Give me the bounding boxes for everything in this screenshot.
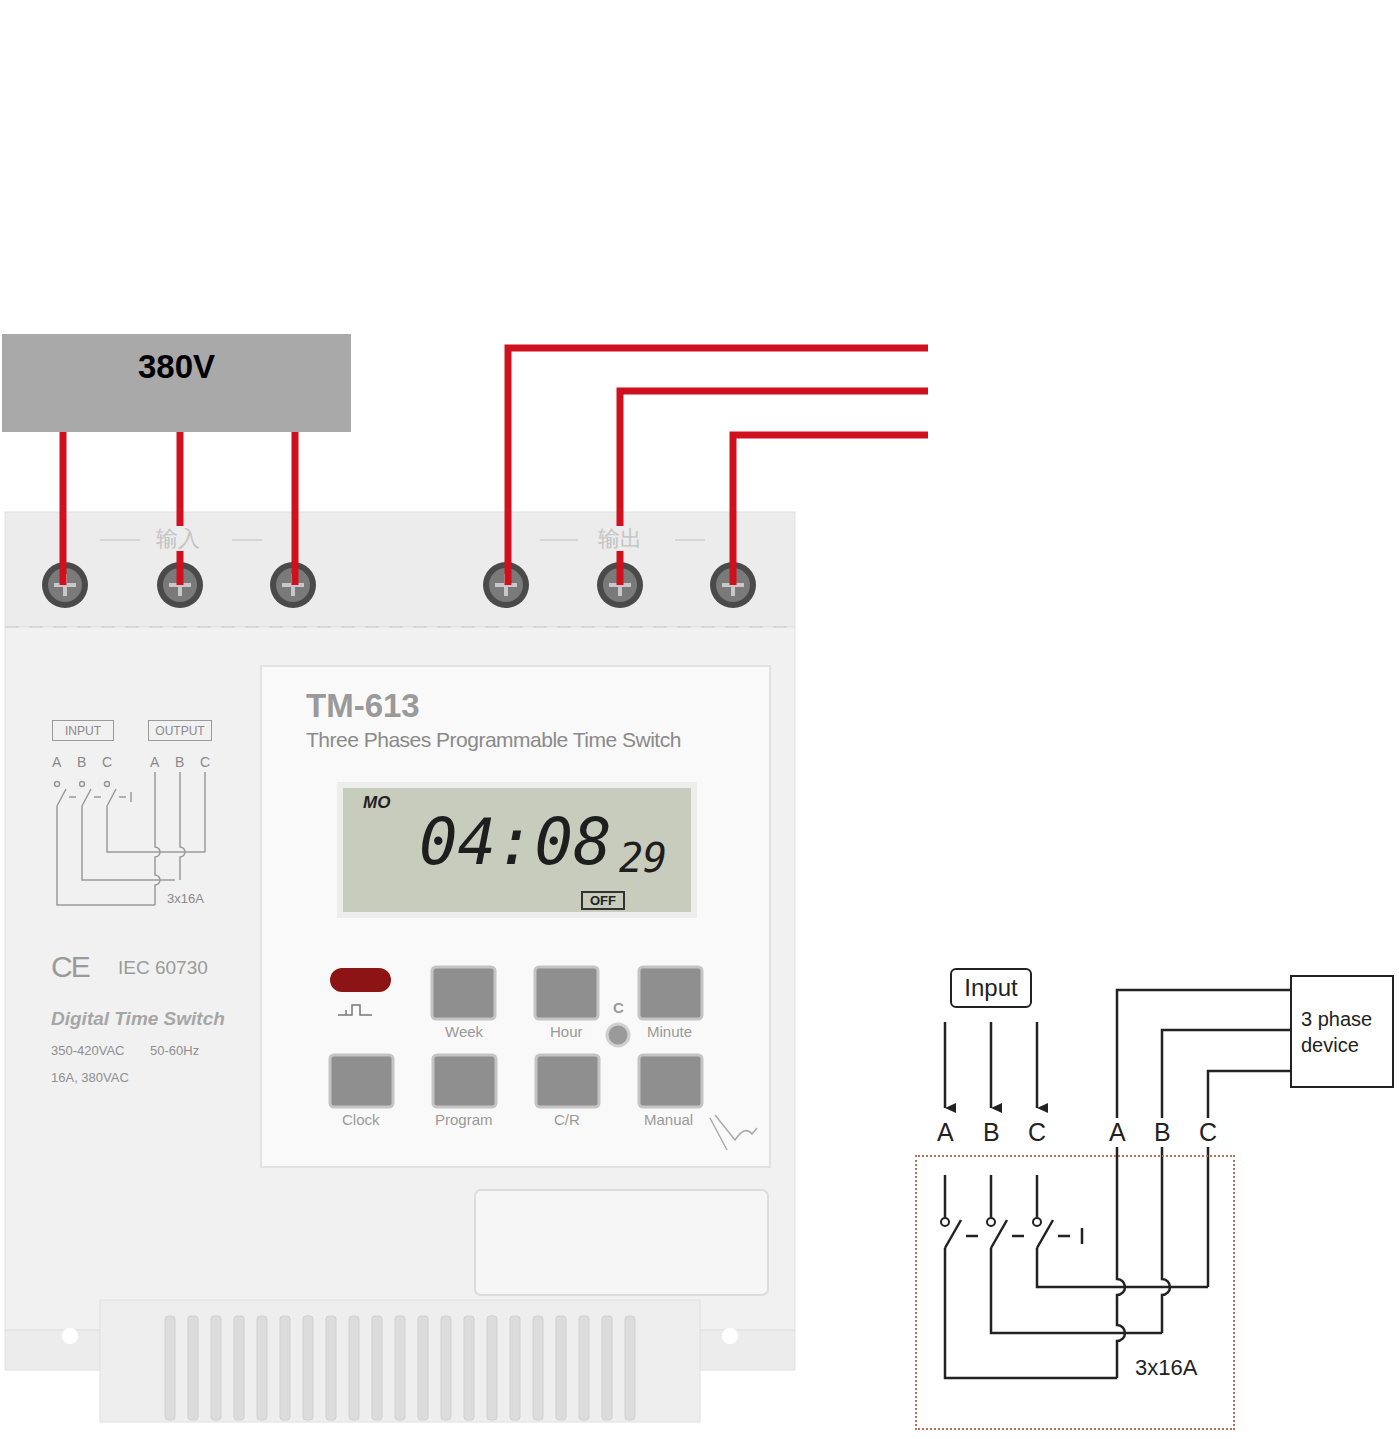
text-label: C [1028,1118,1046,1147]
housing [5,512,795,1422]
text-label: 50-60Hz [150,1044,199,1059]
text-label: 3x16A [167,892,204,907]
text-label: C [613,999,624,1016]
text-label: Digital Time Switch [51,1008,225,1030]
node-label: 380V [138,348,215,386]
text-label: Week [445,1023,483,1040]
text-label: 输出 [596,526,644,551]
node-label: MO [363,794,390,811]
text-label: Program [435,1111,493,1128]
wire-connector [1162,1030,1290,1155]
text-label: C [102,754,112,770]
voltage-source-box: 380V [2,334,351,432]
text-label: A [937,1118,954,1147]
node-text: 04:08 [419,810,612,874]
text-label: CE [51,950,89,985]
text-label: C/R [554,1111,580,1128]
text-label: 输入 [154,526,202,551]
led [330,968,391,992]
panel-ground [260,665,771,1168]
text-label: B [77,754,86,770]
buttons [330,967,702,1107]
node-label: TM-613 [306,689,420,722]
text-label: IEC 60730 [118,957,208,979]
text-label: Clock [342,1111,380,1128]
text-label: Manual [644,1111,693,1128]
front-panel: TM-613Three Phases Programmable Time Swi… [260,665,771,1168]
node-label: 3 phase device [1301,1006,1386,1058]
lcd-screen: MO 04:0829OFF [337,782,697,918]
text-label: 16A, 380VAC [51,1071,129,1086]
input-tag: INPUT [52,720,114,741]
wiring-schematic [941,1022,1208,1378]
status-badge: OFF [581,891,625,910]
wire-connector [1208,1071,1290,1155]
node-label: OUTPUT [155,724,204,738]
node-label: 3x16A [1135,1357,1197,1379]
node-label: OFF [590,894,616,907]
text-label: B [175,754,184,770]
hand-icon [710,1115,757,1150]
text-label: A [1106,1118,1129,1147]
node-label: Input [964,974,1017,1002]
text-label: C [200,754,210,770]
wire-connector [1117,990,1290,1155]
output-tag: OUTPUT [148,720,212,741]
text-label: C [1196,1118,1220,1147]
text-label: Minute [647,1023,692,1040]
input-box: Input [950,968,1032,1008]
text-label: B [983,1118,1000,1147]
reset-hole [607,1024,629,1046]
text-label: A [52,754,61,770]
text-label: A [150,754,159,770]
node-text: 29 [619,838,667,878]
terminal-screws [42,562,756,608]
red-wires [63,348,928,585]
text-label: Hour [550,1023,583,1040]
device-box: 3 phase device [1290,975,1394,1088]
panel-schematic [55,772,206,905]
cover-plate [475,1190,768,1295]
node-text: Three Phases Programmable Time Switch [306,729,681,750]
vents [165,1316,635,1420]
node-label: INPUT [65,724,101,738]
switch-housing: 3x16A [915,1155,1235,1430]
text-label: B [1151,1118,1174,1147]
text-label: 350-420VAC [51,1044,124,1059]
led-symbol [338,1005,372,1015]
